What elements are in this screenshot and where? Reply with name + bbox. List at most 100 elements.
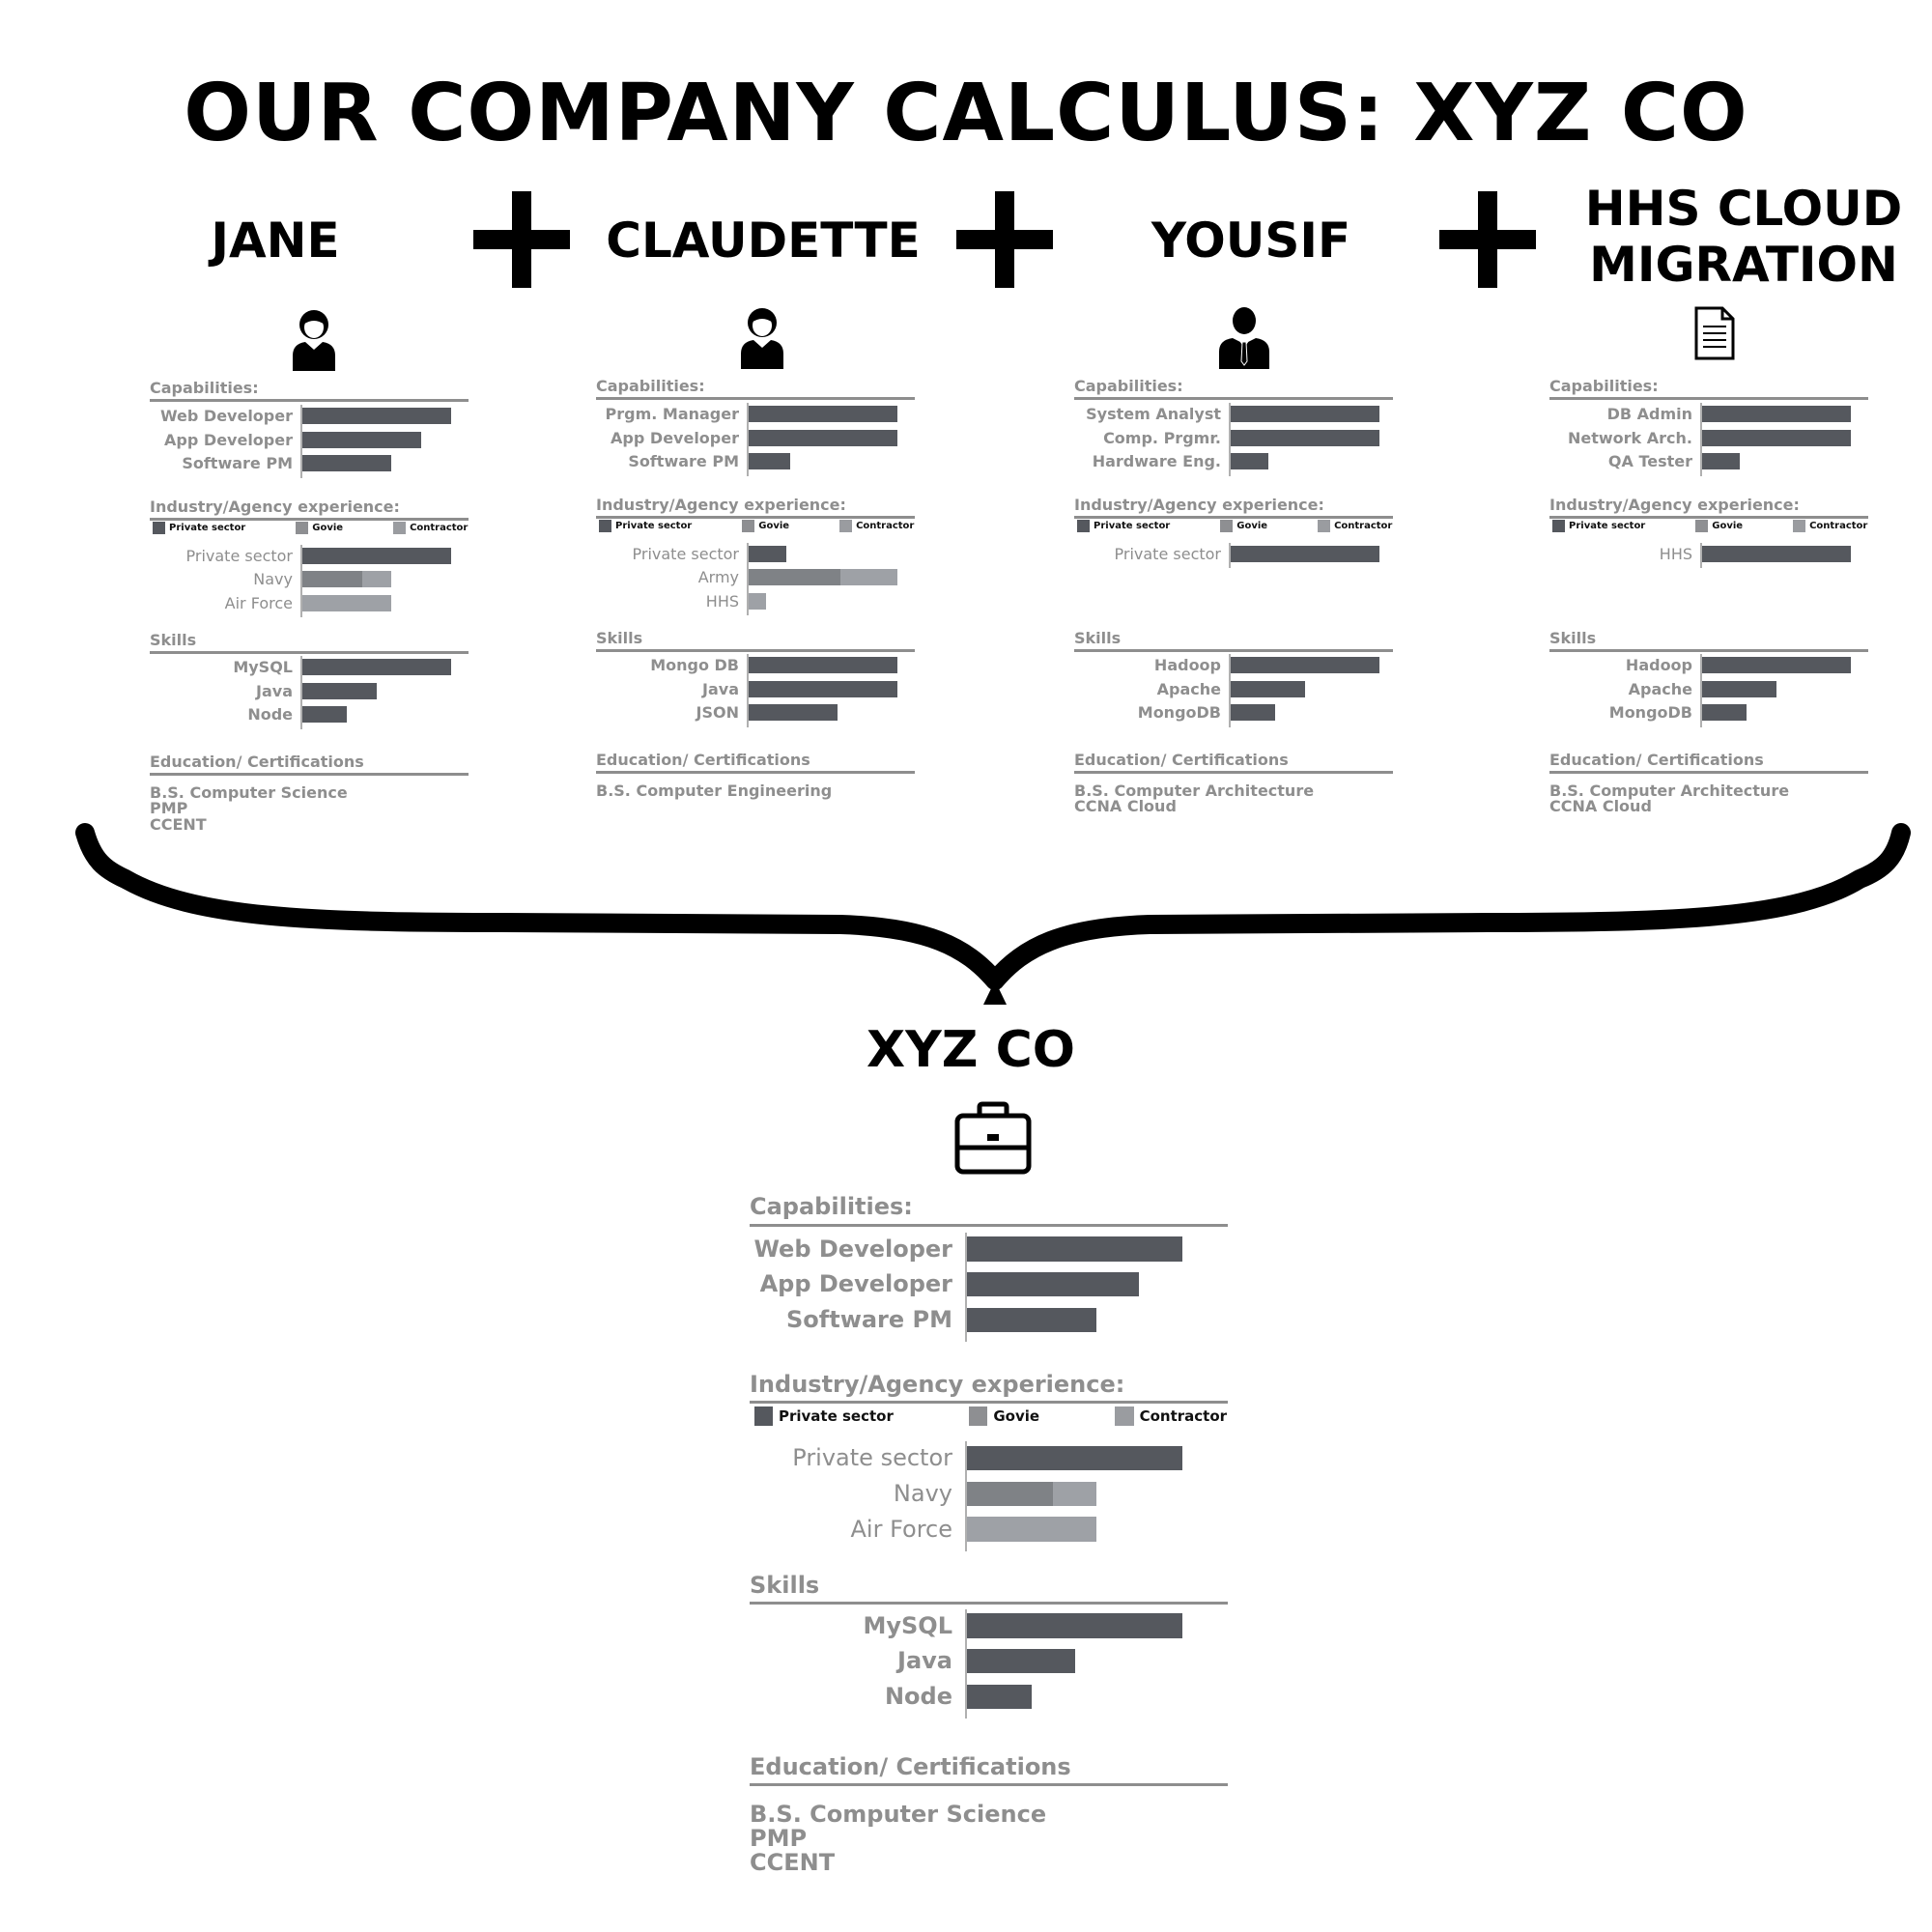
- education-heading: Education/ Certifications: [1549, 750, 1764, 769]
- skills-heading: Skills: [596, 629, 643, 647]
- legend-swatch: [1695, 519, 1709, 532]
- column-title-hhs-cloud-migration: HHS CLOUD MIGRATION: [1584, 181, 1903, 293]
- capability-label: Software PM: [628, 452, 739, 470]
- education-list: B.S. Computer Engineering: [596, 781, 833, 800]
- section-divider: [750, 1602, 1228, 1605]
- plus-icon: [1439, 191, 1536, 288]
- section-divider: [150, 651, 469, 654]
- legend-swatch: [393, 521, 407, 534]
- capability-label: App Developer: [759, 1270, 952, 1298]
- legend-item: Private sector: [753, 1406, 894, 1426]
- skill-bar: [1231, 657, 1379, 673]
- legend-swatch: [1220, 519, 1234, 532]
- column-title-jane: JANE: [211, 213, 340, 269]
- skill-label: MySQL: [233, 658, 293, 676]
- capability-bar: [1231, 429, 1379, 446]
- industry-label: HHS: [1659, 544, 1692, 563]
- column-title-yousif: YOUSIF: [1151, 213, 1351, 269]
- section-divider: [750, 1401, 1228, 1405]
- column-title-claudette: CLAUDETTE: [606, 213, 921, 269]
- capability-bar: [1231, 453, 1268, 469]
- capability-label: Network Arch.: [1568, 428, 1692, 447]
- education-item: B.S. Computer Architecture: [1074, 781, 1315, 800]
- legend-label: Contractor: [410, 522, 469, 533]
- education-heading: Education/ Certifications: [1074, 750, 1289, 769]
- skill-label: Node: [884, 1683, 952, 1710]
- document-icon: [1694, 306, 1735, 360]
- education-item: CCNA Cloud: [1074, 797, 1177, 816]
- legend-swatch: [1793, 519, 1806, 532]
- legend-item: Private sector: [153, 521, 245, 534]
- capability-bar: [967, 1271, 1140, 1297]
- legend-swatch: [1115, 1406, 1134, 1426]
- education-item: B.S. Computer Engineering: [596, 781, 833, 800]
- legend-item: Contractor: [839, 519, 914, 532]
- legend-item: Contractor: [1793, 519, 1868, 532]
- female-person-icon: [293, 310, 335, 371]
- legend-swatch: [1077, 519, 1090, 532]
- skills-heading: Skills: [1549, 629, 1597, 647]
- industry-label: Private sector: [632, 544, 739, 563]
- industry-bar-private: [967, 1445, 1182, 1471]
- capability-label: App Developer: [611, 428, 739, 447]
- capability-label: Comp. Prgmr.: [1103, 428, 1221, 447]
- skill-axis: [300, 656, 302, 729]
- skill-bar: [1231, 704, 1276, 721]
- legend-swatch: [1318, 519, 1331, 532]
- skill-bar: [1231, 680, 1305, 697]
- industry-label: Private sector: [792, 1444, 952, 1472]
- capability-axis: [1700, 403, 1702, 476]
- section-divider: [750, 1223, 1228, 1227]
- capability-bar: [749, 406, 897, 422]
- industry-label: Private sector: [1114, 544, 1221, 563]
- plus-icon: [473, 191, 570, 288]
- capability-bar: [302, 455, 392, 471]
- capabilities-heading: Capabilities:: [1549, 377, 1659, 395]
- skill-bar: [749, 680, 897, 697]
- skill-label: Node: [247, 705, 293, 724]
- legend-label: Private sector: [1569, 520, 1646, 531]
- skill-bar: [749, 704, 838, 721]
- legend-item: Govie: [296, 521, 343, 534]
- capability-label: Software PM: [786, 1306, 952, 1333]
- section-divider: [1549, 515, 1868, 519]
- skill-label: JSON: [696, 703, 739, 722]
- industry-bar-contractor: [1053, 1481, 1096, 1506]
- skill-axis: [965, 1608, 967, 1719]
- legend-swatch: [599, 519, 611, 532]
- legend-label: Contractor: [1809, 520, 1868, 531]
- industry-label: HHS: [705, 591, 739, 611]
- capability-label: Software PM: [182, 454, 293, 472]
- skill-bar: [967, 1613, 1182, 1638]
- skill-bar: [302, 682, 377, 699]
- skill-label: MongoDB: [1608, 703, 1692, 722]
- industry-bar-contractor: [302, 594, 392, 611]
- education-item: CCNA Cloud: [1549, 797, 1652, 816]
- industry-bar-contractor: [967, 1517, 1096, 1542]
- section-divider: [150, 399, 469, 402]
- legend-label: Govie: [758, 520, 790, 531]
- skill-bar: [1702, 657, 1851, 673]
- section-divider: [1074, 397, 1393, 400]
- briefcase-icon: [954, 1101, 1032, 1175]
- legend-label: Private sector: [779, 1407, 894, 1425]
- section-divider: [596, 397, 915, 400]
- capability-label: Prgm. Manager: [605, 405, 740, 423]
- legend-swatch: [839, 519, 853, 532]
- education-item: CCENT: [750, 1849, 836, 1877]
- skills-heading: Skills: [150, 631, 197, 649]
- legend-item: Private sector: [1077, 519, 1170, 532]
- industry-bar-contractor: [749, 592, 767, 610]
- industry-bar-contractor: [361, 571, 392, 587]
- skill-label: Java: [702, 679, 739, 698]
- skill-axis: [1700, 654, 1702, 727]
- capability-label: System Analyst: [1086, 405, 1221, 423]
